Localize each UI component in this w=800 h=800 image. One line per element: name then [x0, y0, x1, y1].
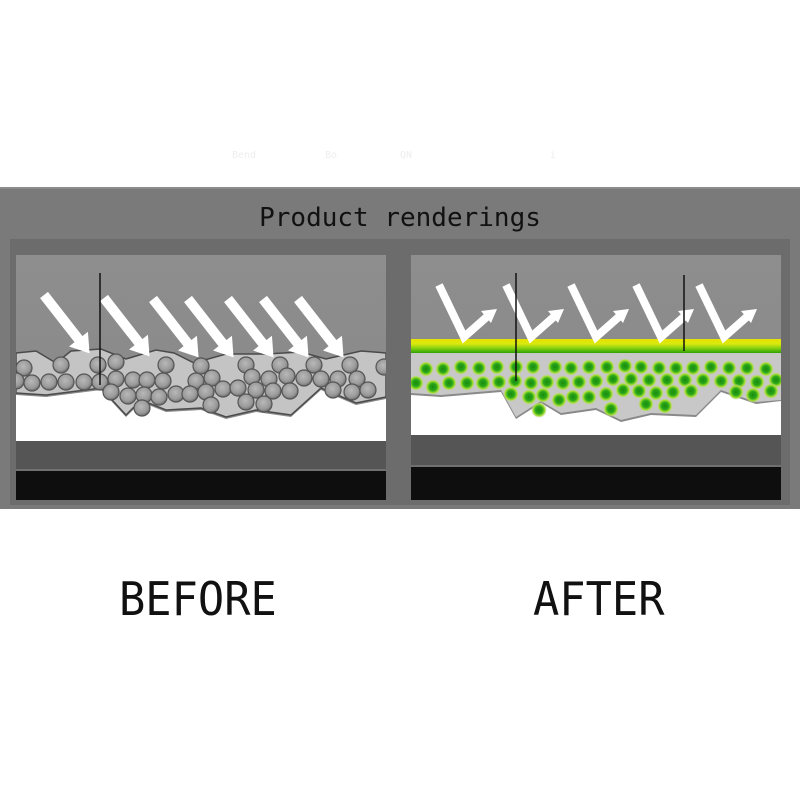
reflected-light-arrows [435, 283, 757, 344]
base-layer [16, 390, 386, 445]
coating-film [411, 339, 781, 353]
particles [16, 353, 386, 417]
before-caption: BEFORE [119, 572, 277, 626]
faint-fragment: Bo [325, 150, 338, 161]
faint-fragment: i [550, 150, 557, 161]
particles [411, 358, 781, 418]
incoming-light-arrows [40, 291, 344, 358]
before-illustration [16, 255, 386, 500]
banner-title: Product renderings [259, 203, 541, 233]
after-panel [411, 255, 781, 500]
base-layer [411, 392, 781, 435]
before-panel [16, 255, 386, 500]
after-illustration [411, 255, 781, 500]
faint-fragment: QN [400, 150, 413, 161]
after-caption: AFTER [533, 572, 665, 626]
faint-header-text: Bend Bo QN i [0, 148, 800, 168]
faint-fragment: Bend [232, 150, 257, 161]
